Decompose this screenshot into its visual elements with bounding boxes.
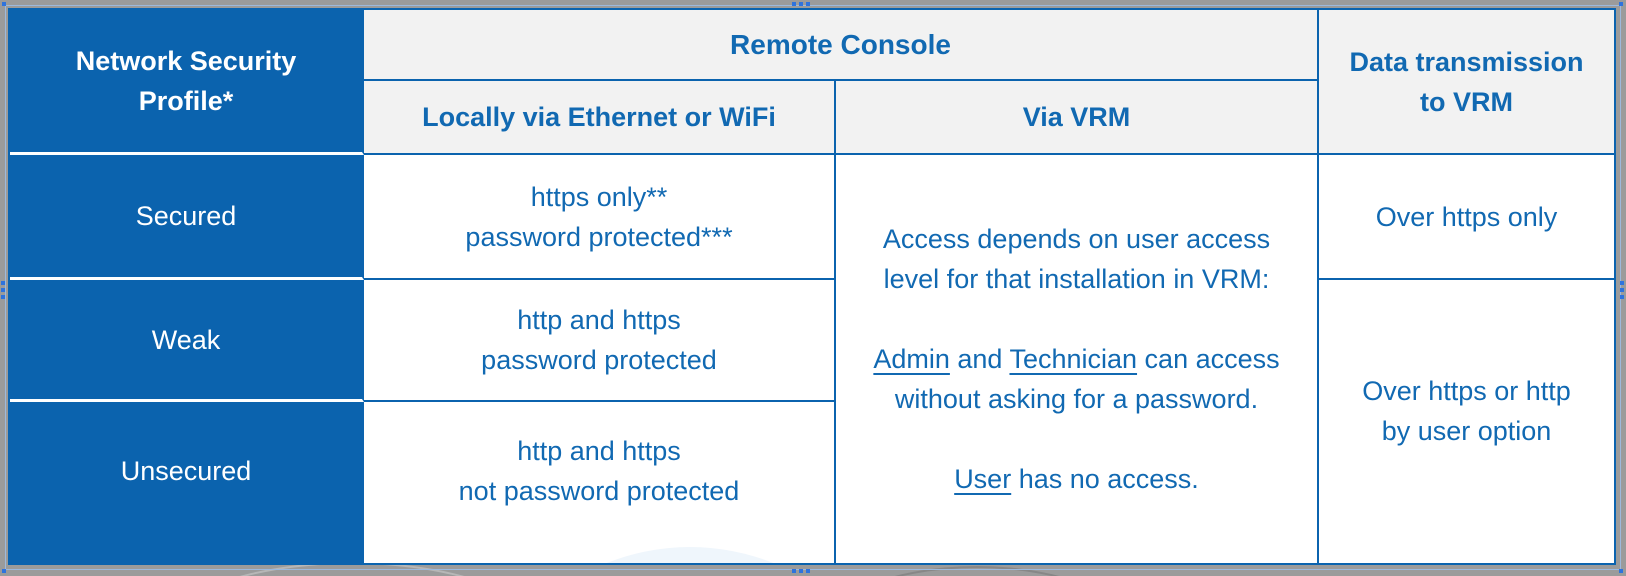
header-line: Via VRM xyxy=(1022,102,1131,132)
row-label-secured: Secured xyxy=(10,155,364,280)
resize-handle-top-middle-icon[interactable] xyxy=(792,2,810,6)
header-remote-console: Remote Console xyxy=(364,10,1319,81)
resize-handle-top-right-icon[interactable] xyxy=(1619,2,1623,6)
underlined-admin: Admin xyxy=(873,344,950,374)
header-data-transmission: Data transmission to VRM xyxy=(1319,10,1614,155)
header-line: Remote Console xyxy=(730,28,951,60)
resize-handle-left-middle-icon[interactable] xyxy=(1,281,5,299)
row-label-weak: Weak xyxy=(10,280,364,402)
cell-weak-local: http and https password protected xyxy=(364,280,836,402)
text-segment: has no access. xyxy=(1011,464,1199,494)
cell-vrm-access-description: Access depends on user access level for … xyxy=(836,155,1319,563)
text-segment: without asking for a password. xyxy=(894,384,1259,414)
cell-unsecured-local: http and https not password protected xyxy=(364,402,836,563)
profile-name: Weak xyxy=(151,324,221,355)
text-segment: level for that installation in VRM: xyxy=(883,264,1270,294)
text-segment: can access xyxy=(1137,344,1280,374)
header-line: to VRM xyxy=(1420,86,1513,117)
cell-secured-transmission: Over https only xyxy=(1319,155,1614,280)
cell-secured-local: https only** password protected*** xyxy=(364,155,836,280)
header-line: Locally via Ethernet or WiFi xyxy=(422,102,776,132)
cell-line: http and https xyxy=(517,305,681,335)
subheader-via-vrm: Via VRM xyxy=(836,81,1319,155)
vrm-access-paragraph: Admin and Technician can access without … xyxy=(873,339,1279,419)
cell-merged-transmission: Over https or http by user option xyxy=(1319,280,1614,563)
background-arc-decoration xyxy=(810,566,1144,576)
underlined-technician: Technician xyxy=(1009,344,1138,374)
subheader-locally-ethernet-wifi: Locally via Ethernet or WiFi xyxy=(364,81,836,155)
resize-handle-bottom-right-icon[interactable] xyxy=(1619,569,1623,573)
cell-line: not password protected xyxy=(458,475,740,506)
cell-line: https only** xyxy=(530,181,668,212)
cell-line: password protected*** xyxy=(465,221,733,252)
cell-line: Over https or http xyxy=(1362,375,1571,406)
resize-handle-top-left-icon[interactable] xyxy=(2,2,6,6)
resize-handle-right-middle-icon[interactable] xyxy=(1620,281,1624,299)
profile-name: Secured xyxy=(135,201,237,231)
text-segment: and xyxy=(949,344,1010,374)
cell-line: http and https xyxy=(517,435,681,466)
cell-line: password protected xyxy=(481,345,717,375)
header-network-security-profile: Network Security Profile* xyxy=(10,10,364,155)
cell-line: Over https only xyxy=(1375,201,1558,232)
resize-handle-bottom-middle-icon[interactable] xyxy=(792,569,810,573)
vrm-access-paragraph: User has no access. xyxy=(954,459,1199,499)
resize-handle-bottom-left-icon[interactable] xyxy=(2,569,6,573)
cell-line: by user option xyxy=(1381,415,1552,446)
text-segment: Access depends on user access xyxy=(882,224,1271,254)
vrm-access-paragraph: Access depends on user access level for … xyxy=(883,219,1270,299)
header-line: Data transmission xyxy=(1349,46,1584,77)
underlined-user: User xyxy=(954,464,1012,494)
row-label-unsecured: Unsecured xyxy=(10,402,364,563)
network-security-table: Network Security Profile* Remote Console… xyxy=(8,8,1616,565)
profile-name: Unsecured xyxy=(120,455,252,486)
header-line: Profile* xyxy=(138,86,234,116)
header-line: Network Security xyxy=(75,46,297,76)
